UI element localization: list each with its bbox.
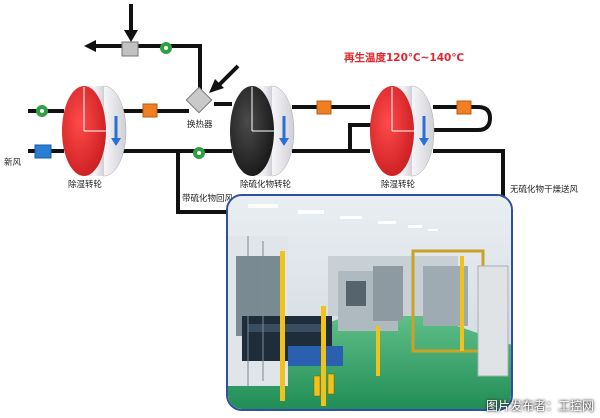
regen-temp-label: 再生温度120℃~140℃	[344, 52, 465, 64]
heat-exchanger-label: 换热器	[187, 120, 213, 130]
sulfide-return-air-label: 带硫化物回风	[182, 194, 234, 204]
return-duct	[348, 123, 372, 151]
rotation-arrow-icon	[111, 116, 121, 146]
desulfur-wheel-label: 除硫化物转轮	[240, 180, 292, 190]
factory-photo-illustration	[228, 196, 511, 409]
rotation-arrow-icon	[279, 116, 289, 146]
dehumid-wheel-1-label: 除湿转轮	[68, 180, 103, 190]
heat-exchanger-icon	[185, 86, 213, 114]
inlet-arrow-diag-head	[209, 79, 224, 93]
inlet-arrow-top-head	[124, 30, 138, 42]
heater-icon	[142, 103, 158, 118]
fan-icon	[36, 105, 48, 117]
exhaust-arrow-head	[84, 40, 96, 52]
factory-photo	[226, 194, 513, 411]
watermark: 图片发布者：工控网	[485, 399, 594, 413]
rotation-arrow-icon	[419, 116, 429, 146]
upper-duct-right	[433, 105, 493, 132]
dry-supply-label: 无硫化物干燥送风	[510, 185, 579, 195]
return-air-down	[176, 151, 232, 214]
supply-duct	[433, 149, 505, 200]
heater-icon	[456, 100, 472, 115]
heater-icon	[316, 100, 332, 115]
dehumid-wheel-2-label: 除湿转轮	[381, 180, 416, 190]
filter-icon	[34, 144, 52, 159]
dehumid-wheel-1	[62, 85, 127, 177]
fan-icon	[160, 42, 172, 54]
fresh-air-label: 新风	[4, 158, 22, 168]
damper-icon	[121, 41, 139, 57]
desulfur-wheel	[230, 85, 295, 177]
dehumid-wheel-2	[370, 85, 435, 177]
inlet-arrow-diag	[217, 64, 240, 87]
fan-icon	[193, 147, 205, 159]
